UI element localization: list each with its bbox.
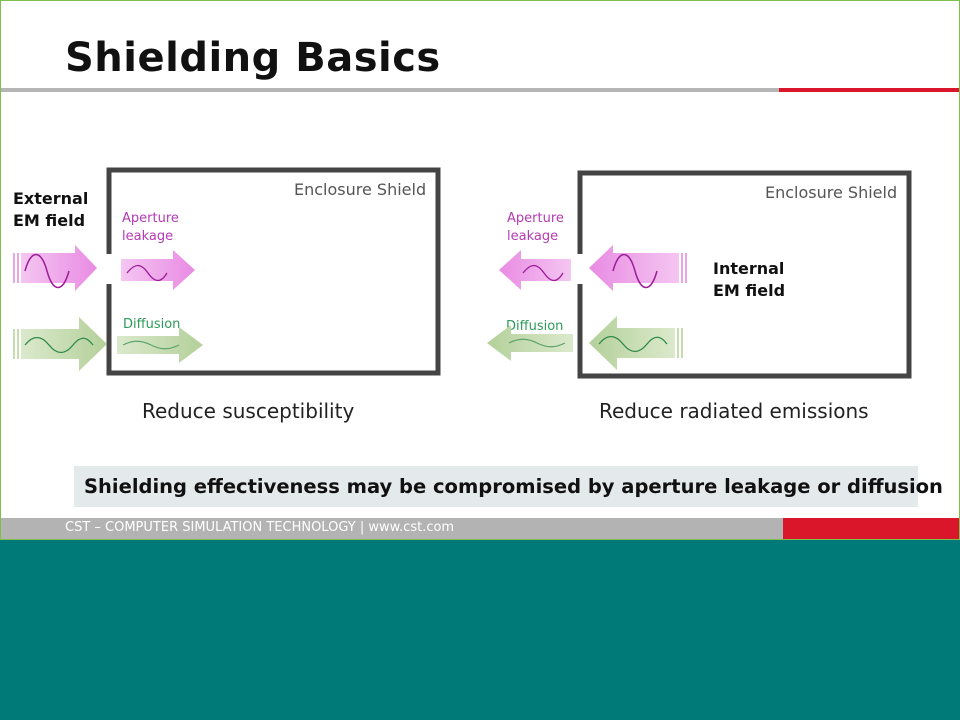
external-field-label-1: External [13,189,88,208]
emitted-diffusion-arrow [487,325,573,361]
right-enclosure-box [577,170,912,379]
slide: Shielding Basics [0,0,960,540]
footer-accent [783,518,959,539]
effectiveness-note: Shielding effectiveness may be compromis… [74,466,943,507]
left-panel: Enclosure Shield External EM field Apert… [13,167,441,423]
title-rule-accent [779,88,959,92]
external-field-label-2: EM field [13,211,85,230]
footer-bar [1,518,783,539]
left-aperture-label-2: leakage [122,229,173,244]
diffused-arrow [117,327,203,363]
internal-field-label-1: Internal [713,259,784,278]
left-enclosure-label: Enclosure Shield [294,180,426,199]
internal-aperture-arrow [589,245,687,291]
emitted-aperture-arrow [499,250,571,290]
internal-diffusion-arrow [589,316,683,370]
incoming-aperture-arrow [13,245,97,291]
left-caption: Reduce susceptibility [142,399,354,423]
footer-text: CST – COMPUTER SIMULATION TECHNOLOGY | w… [65,520,455,535]
title-rule [1,88,779,92]
right-aperture-label-1: Aperture [507,211,564,226]
right-enclosure-label: Enclosure Shield [765,183,897,202]
internal-field-label-2: EM field [713,281,785,300]
slide-title: Shielding Basics [65,35,441,81]
right-caption: Reduce radiated emissions [599,399,869,423]
right-aperture-label-2: leakage [507,229,558,244]
left-aperture-label-1: Aperture [122,211,179,226]
background-band [0,540,960,720]
shielding-diagram: Enclosure Shield External EM field Apert… [13,167,912,423]
right-panel: Enclosure Shield Internal EM field Apert… [487,170,912,423]
left-diffusion-label: Diffusion [123,317,180,332]
right-diffusion-label: Diffusion [506,319,563,334]
incoming-diffusion-arrow [13,317,107,371]
leaked-aperture-arrow [121,250,195,290]
left-enclosure-box [106,167,441,376]
